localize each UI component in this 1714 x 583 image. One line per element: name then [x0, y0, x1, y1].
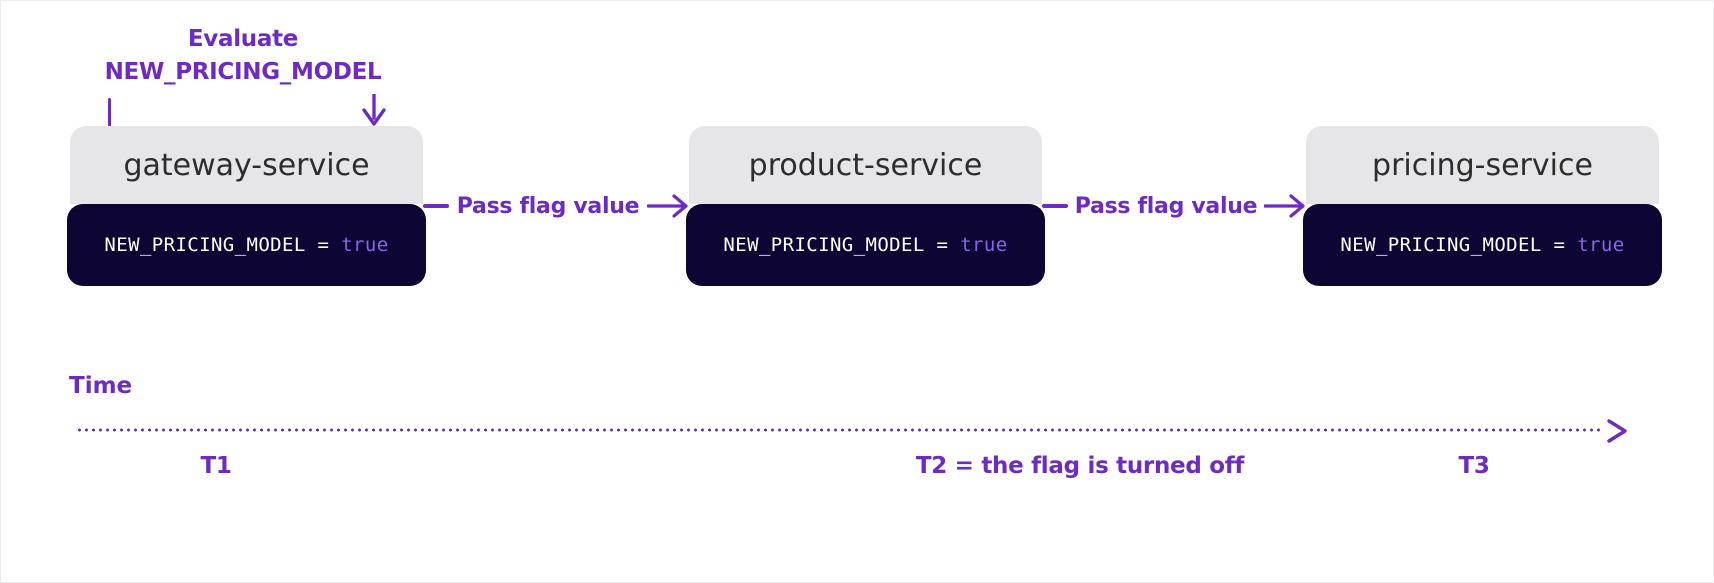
connector-dash: [423, 204, 449, 208]
connector-dash: [1042, 204, 1068, 208]
service-name: product-service: [689, 126, 1042, 204]
timeline-dotted-axis: [76, 427, 1601, 433]
flag-key: NEW_PRICING_MODEL: [104, 234, 306, 256]
flag-state: NEW_PRICING_MODEL = true: [1303, 204, 1662, 286]
timeline-arrowhead-icon: [1607, 419, 1627, 443]
service-box-gateway: gateway-service NEW_PRICING_MODEL = true: [67, 126, 426, 286]
connector-label: Pass flag value: [1074, 193, 1258, 219]
connector-label: Pass flag value: [456, 193, 640, 219]
arrow-right-icon: [647, 194, 688, 218]
timeline-axis-label: Time: [69, 373, 133, 399]
evaluate-annotation-line1: Evaluate: [187, 26, 299, 52]
flag-operator: =: [305, 234, 342, 256]
service-name: gateway-service: [70, 126, 423, 204]
service-name: pricing-service: [1306, 126, 1659, 204]
annotation-connector-line: [108, 98, 111, 127]
connector-product-pricing: Pass flag value: [1042, 187, 1306, 225]
flag-value: true: [341, 234, 389, 256]
timeline-marker-t3: T3: [1458, 453, 1490, 479]
service-box-pricing: pricing-service NEW_PRICING_MODEL = true: [1303, 126, 1662, 286]
arrow-right-icon: [1264, 194, 1305, 218]
timeline-marker-t1: T1: [200, 453, 232, 479]
flag-state: NEW_PRICING_MODEL = true: [686, 204, 1045, 286]
evaluate-annotation-line2: NEW_PRICING_MODEL: [104, 59, 382, 85]
flag-value: true: [1577, 234, 1625, 256]
timeline-marker-t2: T2 = the flag is turned off: [915, 453, 1245, 479]
flag-value: true: [960, 234, 1008, 256]
arrow-down-icon: [362, 94, 386, 126]
flag-key: NEW_PRICING_MODEL: [723, 234, 925, 256]
evaluate-annotation: Evaluate NEW_PRICING_MODEL: [87, 23, 399, 89]
flag-operator: =: [924, 234, 961, 256]
flag-key: NEW_PRICING_MODEL: [1340, 234, 1542, 256]
flag-operator: =: [1541, 234, 1578, 256]
flag-state: NEW_PRICING_MODEL = true: [67, 204, 426, 286]
connector-gateway-product: Pass flag value: [423, 187, 689, 225]
service-box-product: product-service NEW_PRICING_MODEL = true: [686, 126, 1045, 286]
